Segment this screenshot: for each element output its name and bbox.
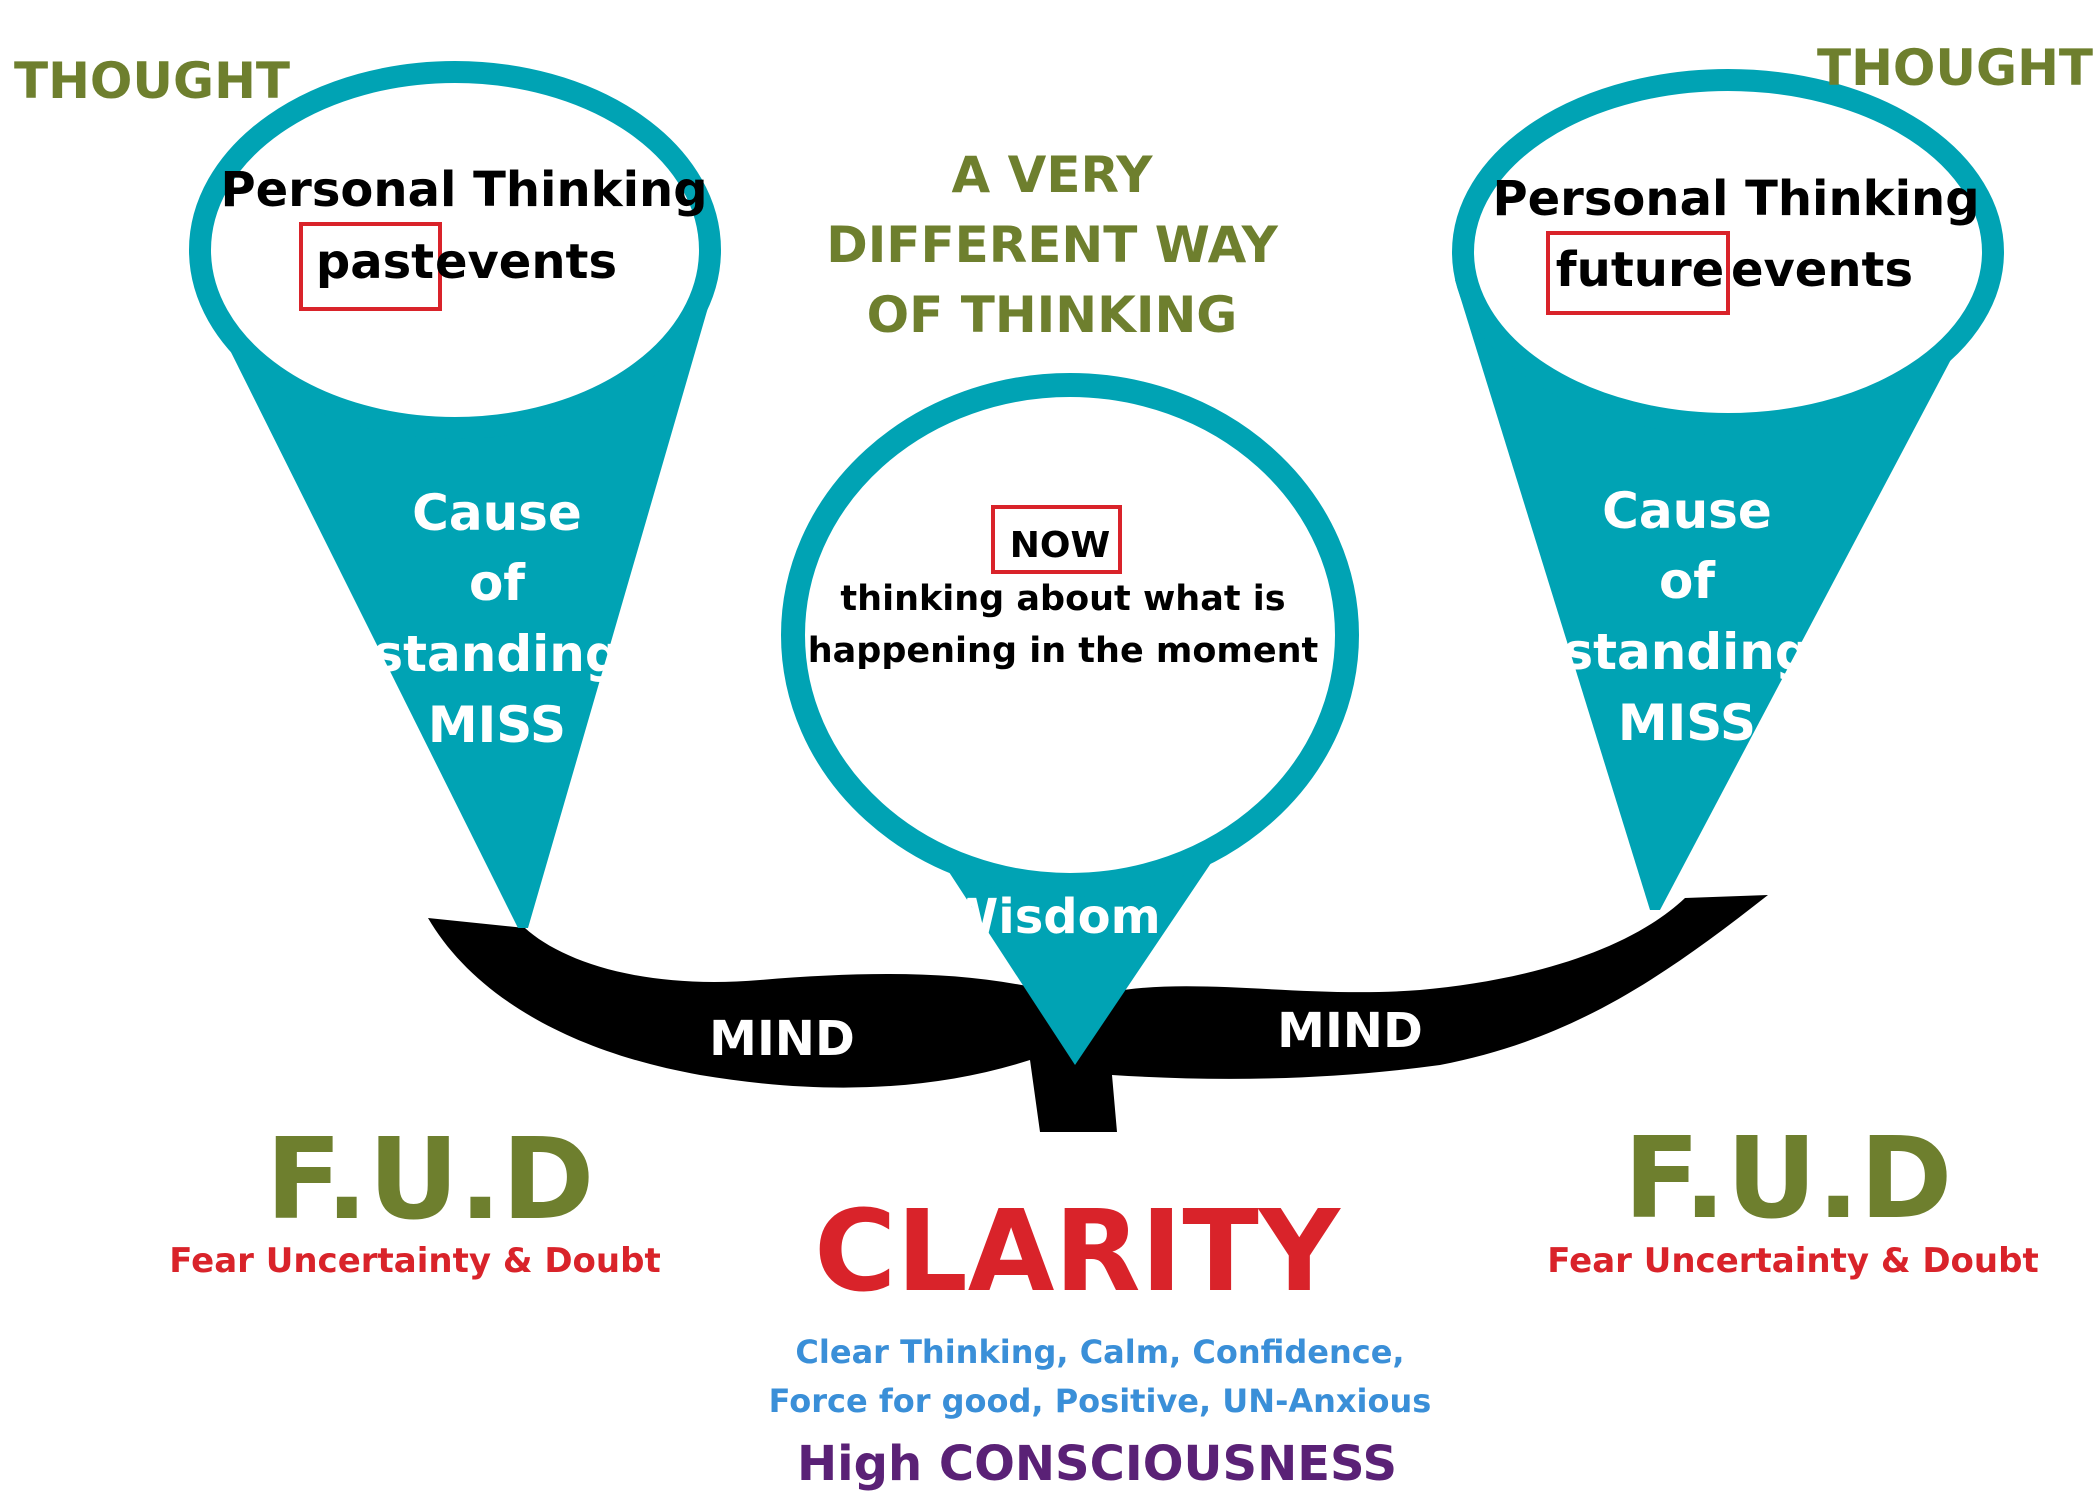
left-cone-line-3: standing: [373, 625, 620, 683]
right-mind-label: MIND: [1277, 1003, 1423, 1059]
right-future-word: future: [1556, 242, 1724, 298]
center-bubble-line-1: thinking about what is: [840, 579, 1285, 619]
center-heading-line-2: DIFFERENT WAY: [826, 216, 1278, 274]
clarity-title: CLARITY: [814, 1187, 1342, 1317]
clarity-subtitle-line-1: Clear Thinking, Calm, Confidence,: [795, 1333, 1404, 1371]
left-fud-subtitle: Fear Uncertainty & Doubt: [169, 1241, 660, 1281]
left-events-word: events: [435, 234, 617, 290]
right-cone-line-2: of: [1659, 552, 1716, 610]
now-box: [991, 505, 1122, 574]
right-bubble-title: Personal Thinking: [1492, 171, 1979, 227]
left-bubble-title: Personal Thinking: [220, 162, 707, 218]
right-events-word: events: [1731, 242, 1913, 298]
right-cone-line-1: Cause: [1602, 482, 1772, 540]
center-now-bubble: [781, 373, 1359, 897]
left-past-box: [299, 222, 442, 311]
right-thought-label: THOUGHT: [1817, 39, 2093, 97]
left-thought-label: THOUGHT: [14, 52, 290, 110]
left-cone-line-4: MISS: [428, 696, 566, 754]
clarity-subtitle-line-2: Force for good, Positive, UN-Anxious: [769, 1382, 1432, 1420]
right-cone-line-3: standing: [1563, 623, 1810, 681]
right-fud: F.U.D: [1623, 1114, 1952, 1244]
right-cone-line-4: MISS: [1618, 694, 1756, 752]
left-cone-line-2: of: [469, 554, 526, 612]
wisdom-label: Wisdom: [945, 889, 1160, 945]
center-heading-line-3: OF THINKING: [867, 286, 1238, 344]
high-consciousness: High CONSCIOUSNESS: [797, 1436, 1397, 1492]
left-thought-bubble: [189, 61, 721, 439]
left-fud: F.U.D: [265, 1115, 594, 1245]
right-future-box: [1546, 231, 1730, 315]
left-cone-line-1: Cause: [412, 484, 582, 542]
right-cone: [1455, 280, 1993, 910]
left-past-word: past: [316, 234, 434, 290]
center-bubble-line-2: happening in the moment: [808, 631, 1319, 671]
left-mind-label: MIND: [709, 1011, 855, 1067]
center-heading-line-1: A VERY: [952, 146, 1154, 204]
left-cone: [195, 280, 716, 928]
now-word: NOW: [1010, 525, 1110, 566]
right-fud-subtitle: Fear Uncertainty & Doubt: [1547, 1241, 2038, 1281]
